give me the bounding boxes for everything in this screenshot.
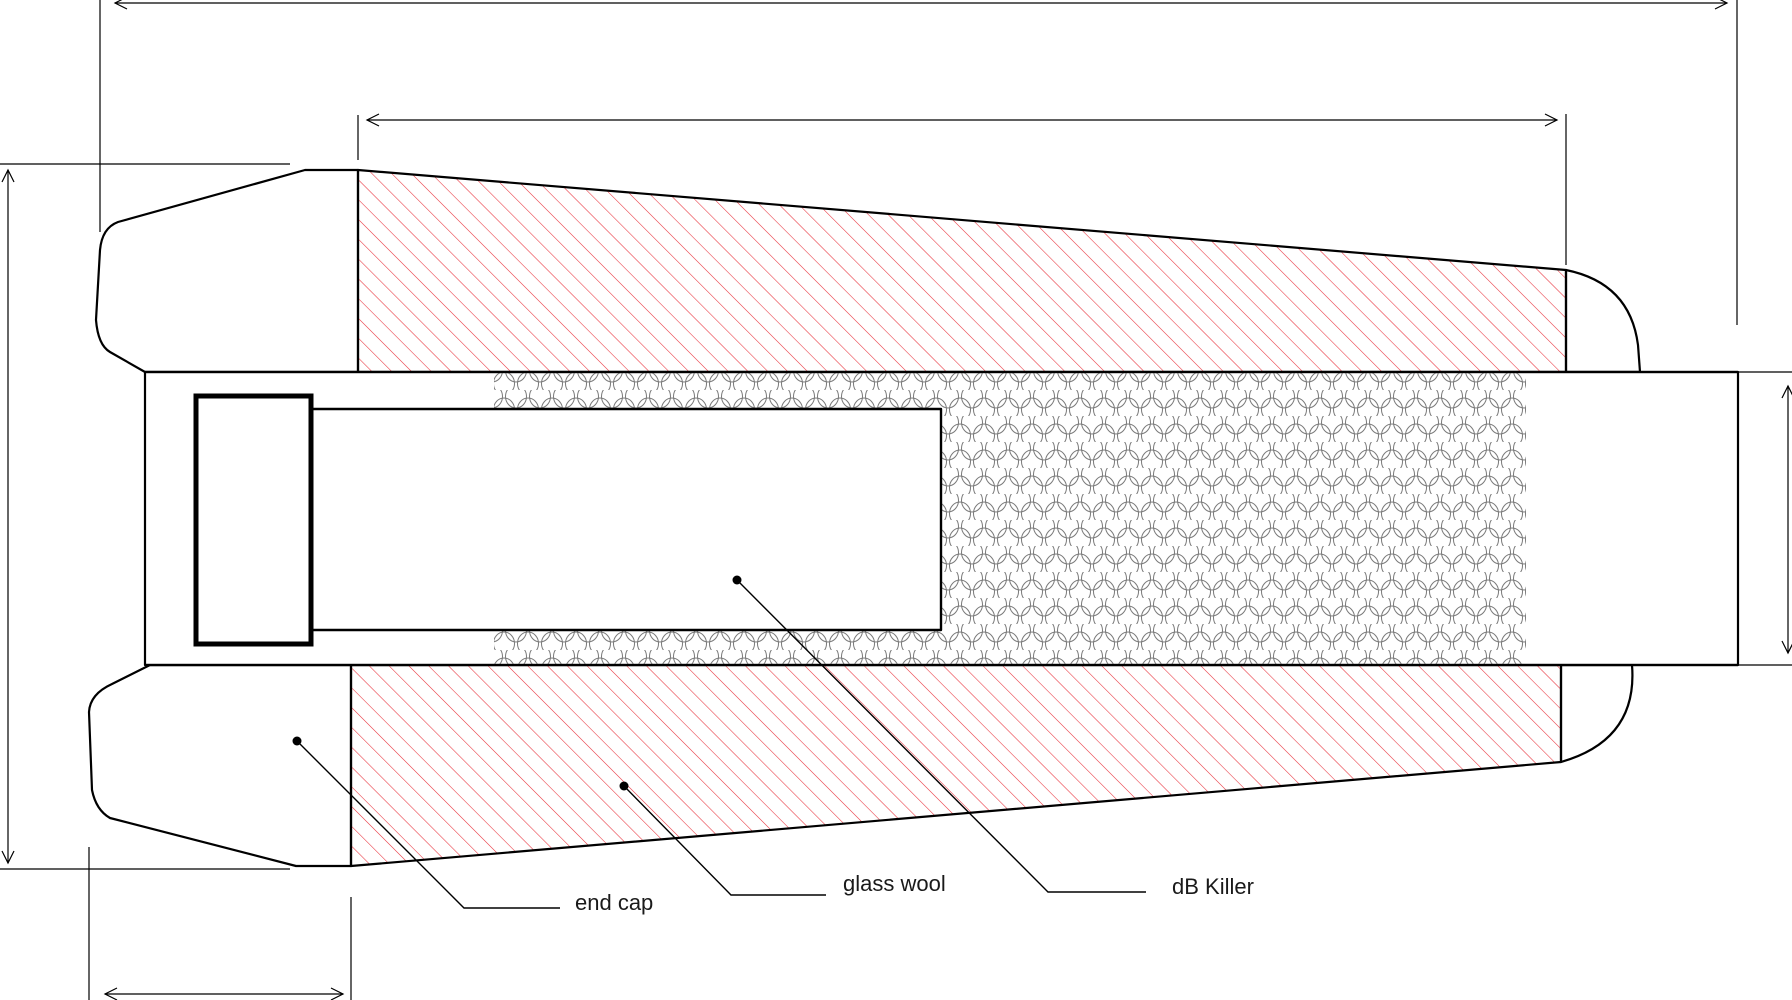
end-cap-top <box>94 168 360 374</box>
end-cap-bottom <box>87 663 353 868</box>
right-end-cap-top <box>1564 268 1642 374</box>
db-killer-insert <box>308 407 943 632</box>
label-db-killer: dB Killer <box>1172 874 1254 899</box>
leader-lines <box>292 575 1146 909</box>
glass-wool-top <box>356 168 1568 374</box>
right-end-cap-bottom <box>1559 663 1634 764</box>
label-glass-wool: glass wool <box>843 871 946 896</box>
db-killer-mount <box>193 393 314 647</box>
label-end-cap: end cap <box>575 890 653 915</box>
glass-wool-bottom <box>349 663 1563 868</box>
